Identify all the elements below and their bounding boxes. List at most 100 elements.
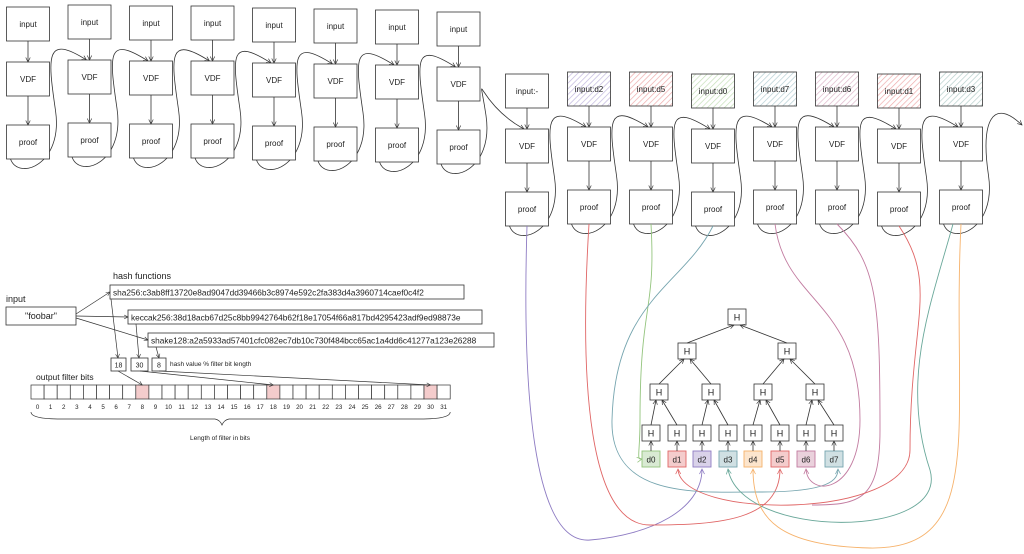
proof-box: proof (252, 125, 296, 161)
merkle-node-l1-6: H (796, 424, 816, 442)
curve-to-d2 (525, 225, 702, 541)
merkle-leaf-label: d1 (673, 456, 682, 465)
vdf-box: VDF (6, 61, 50, 97)
chain-link-14 (881, 115, 959, 236)
filter-bit-label: 21 (309, 404, 316, 411)
filter-bit-2: 2 (56, 384, 71, 411)
merkle-leaf-label: d6 (802, 456, 811, 465)
filter-bit-29: 29 (410, 384, 425, 411)
vdf-chain: inputVDFproofinputVDFproofinputVDFproofi… (6, 4, 983, 227)
input-box-label: input:d6 (823, 85, 852, 94)
vdf-box-label: VDF (82, 73, 98, 82)
input-box-label: input (388, 23, 406, 32)
merkle-node-label: H (734, 313, 741, 323)
input-box: input:- (505, 73, 549, 109)
merkle-node-l1-2: H (692, 424, 712, 442)
curve-to-d7 (611, 225, 838, 493)
shake128-to-mod (155, 346, 159, 358)
filter-bit-label: 14 (218, 404, 225, 411)
filter-bit-label: 17 (257, 404, 264, 411)
input-box-label: input:- (516, 87, 539, 96)
l3-edge-0a (658, 359, 684, 385)
chain-link-15 (943, 113, 1023, 234)
curve-to-d0 (639, 223, 653, 459)
proof-box-label: proof (518, 205, 537, 214)
vdf-box-label: VDF (953, 140, 969, 149)
chain-link-12 (757, 115, 835, 234)
merkle-leaf-label: d0 (647, 456, 656, 465)
filter-bit-label: 3 (75, 404, 79, 411)
vdf-box: VDF (877, 128, 921, 164)
proof-box: proof (753, 189, 797, 225)
chain-link-13 (819, 116, 897, 234)
filter-bit-5: 5 (96, 384, 110, 411)
vdf-box: VDF (436, 66, 481, 102)
proof-box: proof (190, 123, 235, 159)
proof-box-label: proof (642, 203, 661, 212)
proof-box: proof (313, 126, 358, 162)
vdf-node-8: input:- VDF proof (505, 73, 549, 227)
merkle-node-l2-2: H (753, 383, 773, 401)
merkle-node-l1-5: H (770, 424, 790, 442)
input-box-label: input:d7 (761, 85, 790, 94)
filter-bit-7: 7 (122, 384, 137, 411)
filter-bit-label: 26 (375, 404, 382, 411)
proof-box: proof (505, 191, 549, 227)
input-box: input (190, 5, 235, 41)
filter-bit-label: 4 (88, 404, 92, 411)
vdf-box-label: VDF (143, 74, 159, 83)
root-edge-b (740, 325, 788, 344)
hash-keccak256: keccak256:38d18acb67d25c8bb9942764b62f18… (131, 313, 461, 323)
filter-bit-27: 27 (384, 384, 399, 411)
filter-bit-17: 17 (253, 384, 268, 411)
filter-bit-14: 14 (214, 384, 228, 411)
proof-box-label: proof (952, 203, 971, 212)
filter-bit-label: 29 (414, 404, 421, 411)
merkle-node-label: H (684, 347, 691, 357)
merkle-node-l1-0: H (641, 424, 661, 442)
proof-box-label: proof (203, 137, 222, 146)
merkle-leaf-label: d5 (776, 456, 785, 465)
filter-bit-label: 8 (141, 404, 145, 411)
curve-to-d3 (728, 223, 954, 523)
vdf-box-label: VDF (328, 77, 344, 86)
filter-bit-label: 12 (191, 404, 198, 411)
chain-link-6 (379, 54, 456, 172)
l2-edge-0a (650, 400, 656, 426)
merkle-node-l2-1: H (701, 383, 721, 401)
l2-edge-3a (805, 400, 812, 426)
vdf-box-label: VDF (451, 80, 467, 89)
proof-box: proof (67, 122, 112, 158)
vdf-box: VDF (939, 126, 983, 162)
merkle-node-l1-3: H (718, 424, 738, 442)
filter-bit-30: 30 (423, 384, 438, 411)
merkle-leaf-label: d2 (698, 456, 707, 465)
filter-bit-3: 3 (69, 384, 84, 411)
curve-to-d6 (774, 223, 861, 487)
input-box-label: input:d1 (885, 87, 914, 96)
l2-edge-3b (818, 400, 835, 426)
chain-link-3 (194, 50, 271, 168)
filter-bit-28: 28 (397, 384, 412, 411)
input-box: input (67, 4, 112, 40)
vdf-box-label: VDF (20, 75, 36, 84)
hash-shake128: shake128:a2a5933ad57401cfc082ec7db10c730… (151, 336, 477, 346)
filter-bit-15: 15 (227, 384, 241, 411)
input-box: input:d2 (567, 71, 611, 107)
proof-box: proof (629, 189, 673, 225)
filter-bit-0: 0 (30, 384, 45, 411)
vdf-box: VDF (505, 128, 549, 164)
mod-to-bit-30 (158, 370, 431, 385)
merkle-leaf-label: d3 (724, 456, 733, 465)
bloom-input-label: input (6, 294, 26, 304)
mod-value-1: 30 (136, 363, 144, 370)
filter-bit-label: 16 (244, 404, 251, 411)
